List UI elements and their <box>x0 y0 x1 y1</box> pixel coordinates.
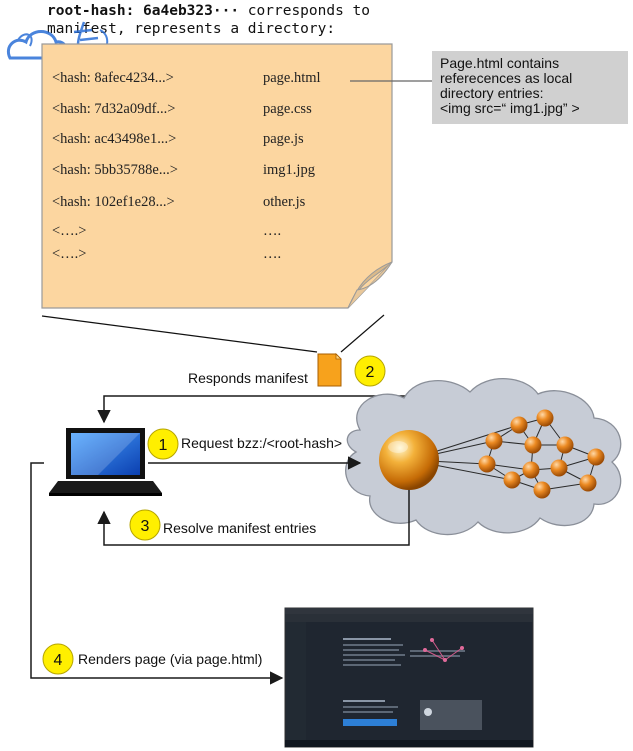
peer-node <box>550 459 568 477</box>
manifest-entry-path: img1.jpg <box>263 162 315 178</box>
peer-node <box>522 461 540 479</box>
step-3-label: Resolve manifest entries <box>163 520 316 536</box>
root-hash-header: root-hash: 6a4eb323··· corresponds to <box>47 3 370 19</box>
peer-node <box>510 416 528 434</box>
gateway-node <box>379 430 439 490</box>
manifest-entry-hash: <….> <box>52 246 86 262</box>
svg-text:3: 3 <box>141 518 150 535</box>
step-4-badge: 4 <box>42 643 74 675</box>
peer-node <box>533 481 551 499</box>
step-1-badge: 1 <box>147 428 179 460</box>
peer-node <box>524 436 542 454</box>
callout-line: directory entries: <box>440 85 543 101</box>
svg-text:2: 2 <box>366 364 375 381</box>
peer-node <box>478 455 496 473</box>
manifest-entry-hash: <hash: 102ef1e28...> <box>52 194 175 210</box>
callout-line: <img src=“ img1.jpg” > <box>440 100 580 116</box>
note-pointer-left <box>41 315 318 353</box>
callout-line: Page.html contains <box>440 55 559 71</box>
svg-text:1: 1 <box>159 437 168 454</box>
manifest-entry-path: …. <box>263 223 281 239</box>
peer-node <box>587 448 605 466</box>
peer-node <box>579 474 597 492</box>
arrow-resolve-manifest <box>97 490 410 546</box>
step-1-label: Request bzz:/<root-hash> <box>181 435 342 451</box>
represents-directory-text: manifest, represents a directory: <box>47 21 335 37</box>
manifest-entry-path: page.html <box>263 70 321 86</box>
rendered-page-thumbnail <box>284 607 534 748</box>
manifest-entry-hash: <hash: 7d32a09df...> <box>52 101 175 117</box>
manifest-entry-hash: <….> <box>52 223 86 239</box>
peer-node <box>485 432 503 450</box>
manifest-note: <hash: 8afec4234...> page.html <hash: 7d32… <box>41 43 393 309</box>
manifest-entry-path: page.css <box>263 101 312 117</box>
corresponds-text: corresponds to <box>239 3 370 19</box>
step-3-badge: 3 <box>129 509 161 541</box>
laptop-icon <box>49 428 162 496</box>
arrow-renders-page <box>30 462 284 685</box>
root-hash-label: root-hash: 6a4eb323··· <box>47 3 239 19</box>
manifest-entry-path: other.js <box>263 194 306 210</box>
peer-node <box>556 436 574 454</box>
manifest-rows: <hash: 8afec4234...> page.html <hash: 7d32… <box>52 70 321 262</box>
callout-line: referecences as local <box>440 70 572 86</box>
manifest-entry-hash: <hash: ac43498e1...> <box>52 131 176 147</box>
note-pointer-right <box>340 314 385 353</box>
peer-node <box>536 409 554 427</box>
svg-text:4: 4 <box>54 652 63 669</box>
step-2-label: Responds manifest <box>188 370 308 386</box>
manifest-entry-hash: <hash: 5bb35788e...> <box>52 162 178 178</box>
manifest-entry-hash: <hash: 8afec4234...> <box>52 70 174 86</box>
manifest-entry-path: page.js <box>263 131 304 147</box>
manifest-entry-path: …. <box>263 246 281 262</box>
callout-background <box>432 51 628 124</box>
step-2-badge: 2 <box>354 355 386 387</box>
peer-node <box>503 471 521 489</box>
step-4-label: Renders page (via page.html) <box>78 651 262 667</box>
manifest-file-icon <box>317 353 342 387</box>
